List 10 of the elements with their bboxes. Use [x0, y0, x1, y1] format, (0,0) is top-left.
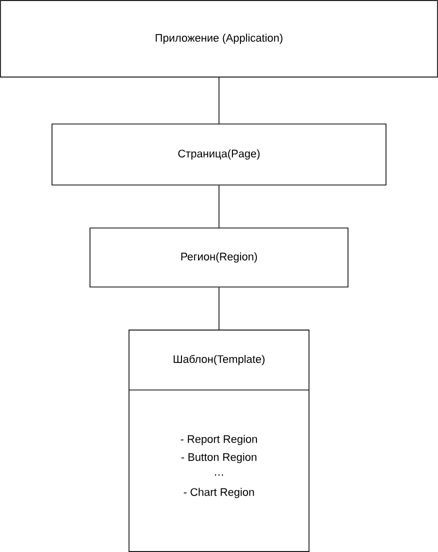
box: Приложение (Application): [0, 0, 438, 78]
list-item: - Report Region: [180, 434, 257, 446]
connector-line: [218, 287, 220, 330]
box: Страница(Page): [52, 124, 386, 186]
list-item: - Button Region: [181, 452, 256, 464]
connector-line: [218, 185, 220, 228]
list-item: - Chart Region: [184, 488, 254, 498]
list-item: …: [215, 474, 223, 476]
connector-line: [218, 77, 220, 124]
box: Регион(Region): [90, 228, 348, 288]
